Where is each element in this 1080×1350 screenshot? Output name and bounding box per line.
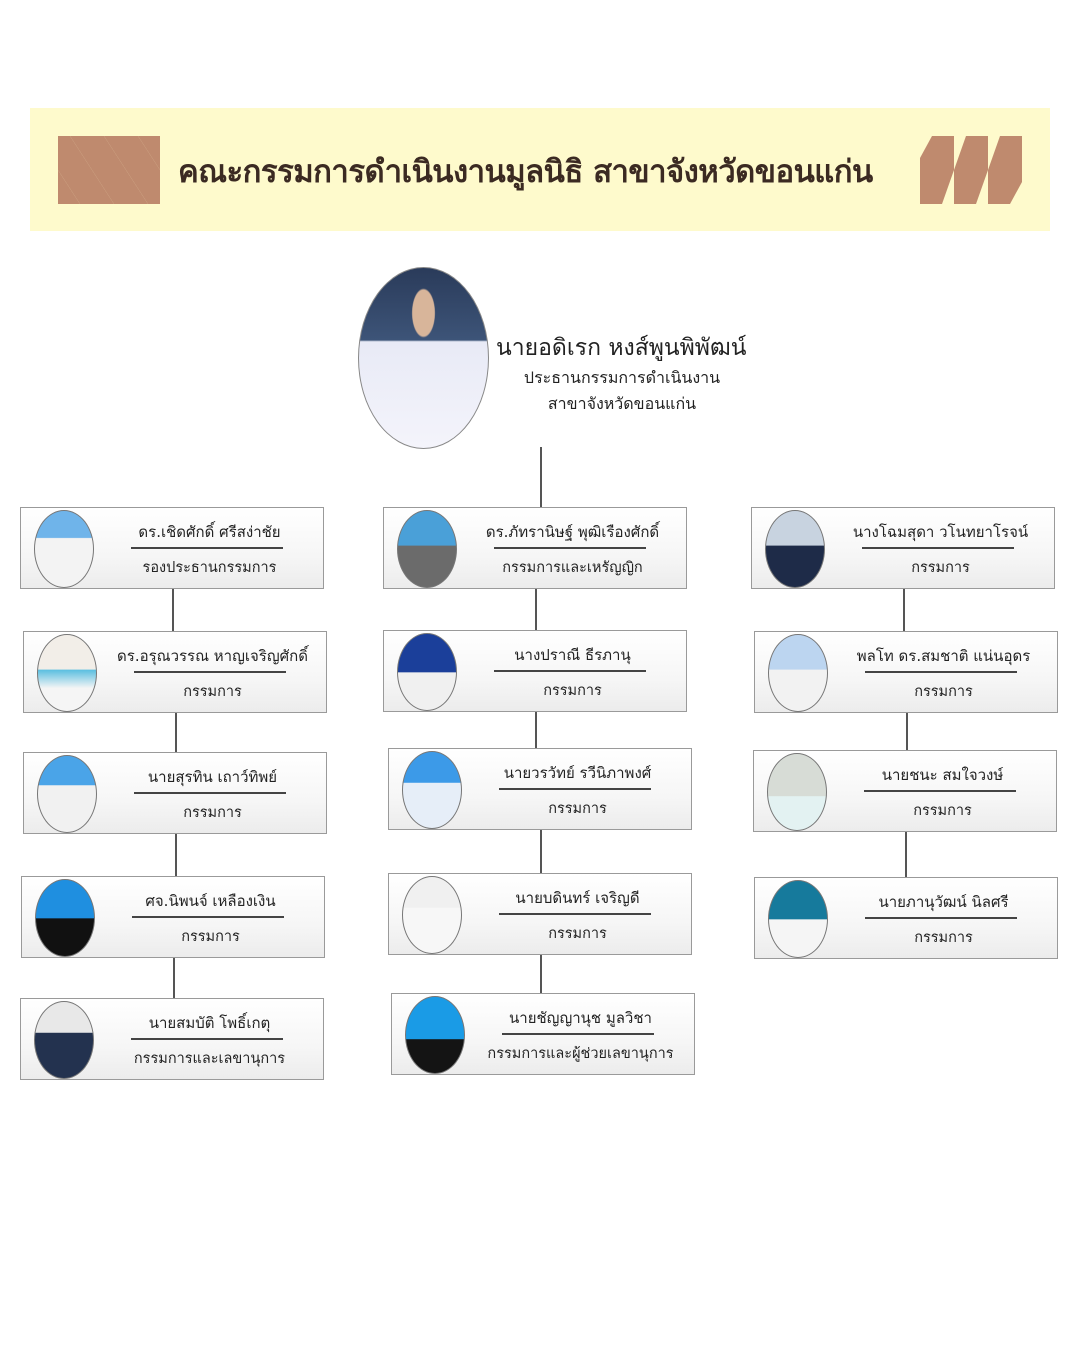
- member-photo: [768, 880, 828, 958]
- member-photo: [402, 751, 462, 829]
- member-name: พลโท ดร.สมชาติ แน่นอุดร: [856, 647, 1031, 665]
- member-card: ดร.เชิดศักดิ์ ศรีสง่าชัย รองประธานกรรมกา…: [20, 507, 324, 589]
- member-photo: [405, 996, 465, 1074]
- connector-line: [173, 958, 175, 998]
- connector-line: [535, 712, 537, 748]
- divider: [131, 1038, 283, 1040]
- member-photo: [768, 634, 828, 712]
- member-role: กรรมการ: [181, 929, 240, 945]
- member-card: นายภานุวัฒน์ นิลศรี กรรมการ: [754, 877, 1058, 959]
- divider: [494, 670, 646, 672]
- connector-line: [172, 589, 174, 631]
- member-role: กรรมการ: [183, 684, 242, 700]
- member-photo: [37, 634, 97, 712]
- member-photo: [402, 876, 462, 954]
- connector-line: [905, 832, 907, 877]
- member-name: นายสมบัติ โพธิ์เกตุ: [148, 1014, 271, 1032]
- member-photo: [767, 753, 827, 831]
- member-card: นายสมบัติ โพธิ์เกตุ กรรมการและเลขานุการ: [20, 998, 324, 1080]
- member-role: กรรมการและเลขานุการ: [133, 1051, 286, 1067]
- member-card: นางโฉมสุดา วโนทยาโรจน์ กรรมการ: [751, 507, 1055, 589]
- member-photo: [397, 633, 457, 711]
- member-card: นางปราณี ธีรภานุ กรรมการ: [383, 630, 687, 712]
- divider: [865, 917, 1017, 919]
- member-role: รองประธานกรรมการ: [142, 560, 277, 576]
- chairman-branch: สาขาจังหวัดขอนแก่น: [547, 394, 697, 413]
- member-name: ดร.อรุณวรรณ หาญเจริญศักดิ์: [117, 647, 308, 665]
- member-card: พลโท ดร.สมชาติ แน่นอุดร กรรมการ: [754, 631, 1058, 713]
- member-name: ดร.ภัทรานิษฐ์ พุฒิเรืองศักดิ์: [485, 523, 660, 541]
- member-role: กรรมการ: [548, 801, 607, 817]
- member-role: กรรมการ: [914, 684, 973, 700]
- decorative-pattern-left: [58, 136, 160, 204]
- connector-line: [906, 713, 908, 750]
- member-role: กรรมการและผู้ช่วยเลขานุการ: [487, 1046, 674, 1062]
- member-photo: [34, 510, 94, 588]
- member-role: กรรมการ: [914, 930, 973, 946]
- member-role: กรรมการ: [183, 805, 242, 821]
- divider: [864, 790, 1016, 792]
- member-card: นายวรวัทย์ รวีนิภาพงศ์ กรรมการ: [388, 748, 692, 830]
- member-photo: [34, 1001, 94, 1079]
- member-card: ศจ.นิพนจ์ เหลืองเงิน กรรมการ: [21, 876, 325, 958]
- member-name: นายวรวัทย์ รวีนิภาพงศ์: [503, 764, 652, 782]
- connector-line: [535, 589, 537, 630]
- member-card: ดร.ภัทรานิษฐ์ พุฒิเรืองศักดิ์ กรรมการและ…: [383, 507, 687, 589]
- member-card: นายบดินทร์ เจริญดี กรรมการ: [388, 873, 692, 955]
- member-name: นายชนะ สมใจวงษ์: [881, 766, 1004, 784]
- page-title: คณะกรรมการดำเนินงานมูลนิธิ สาขาจังหวัดขอ…: [178, 154, 873, 190]
- member-name: นายภานุวัฒน์ นิลศรี: [878, 893, 1009, 911]
- member-card: นายชนะ สมใจวงษ์ กรรมการ: [753, 750, 1057, 832]
- divider: [134, 671, 286, 673]
- member-role: กรรมการ: [913, 803, 972, 819]
- divider: [134, 792, 286, 794]
- member-role: กรรมการ: [548, 926, 607, 942]
- member-photo: [397, 510, 457, 588]
- divider: [131, 547, 283, 549]
- divider: [494, 547, 646, 549]
- member-card: ดร.อรุณวรรณ หาญเจริญศักดิ์ กรรมการ: [23, 631, 327, 713]
- divider: [499, 913, 651, 915]
- member-name: นายชัญญานุช มูลวิชา: [509, 1009, 652, 1027]
- connector-line: [540, 955, 542, 993]
- member-photo: [765, 510, 825, 588]
- decorative-pattern-right: [920, 136, 1022, 204]
- member-role: กรรมการและเหรัญญิก: [502, 560, 643, 576]
- member-name: ศจ.นิพนจ์ เหลืองเงิน: [145, 892, 276, 910]
- member-role: กรรมการ: [911, 560, 970, 576]
- connector-line: [175, 713, 177, 752]
- member-role: กรรมการ: [543, 683, 602, 699]
- divider: [862, 547, 1014, 549]
- member-name: นายสุรทิน เถาว์ทิพย์: [147, 768, 278, 786]
- title-banner: คณะกรรมการดำเนินงานมูลนิธิ สาขาจังหวัดขอ…: [30, 108, 1050, 231]
- member-card: นายชัญญานุช มูลวิชา กรรมการและผู้ช่วยเลข…: [391, 993, 695, 1075]
- connector-line: [903, 589, 905, 631]
- divider: [499, 788, 651, 790]
- connector-line: [540, 447, 542, 507]
- member-name: ดร.เชิดศักดิ์ ศรีสง่าชัย: [138, 523, 281, 541]
- connector-line: [175, 834, 177, 876]
- chairman-name: นายอดิเรก หงส์พูนพิพัฒน์: [496, 335, 747, 361]
- member-photo: [35, 879, 95, 957]
- divider: [865, 671, 1017, 673]
- divider: [132, 916, 284, 918]
- chairman-role: ประธานกรรมการดำเนินงาน: [523, 368, 721, 387]
- member-photo: [37, 755, 97, 833]
- chairman-photo: [358, 267, 489, 449]
- member-name: นางโฉมสุดา วโนทยาโรจน์: [852, 523, 1029, 541]
- divider: [502, 1033, 654, 1035]
- member-name: นายบดินทร์ เจริญดี: [515, 889, 640, 907]
- member-card: นายสุรทิน เถาว์ทิพย์ กรรมการ: [23, 752, 327, 834]
- connector-line: [540, 830, 542, 873]
- member-name: นางปราณี ธีรภานุ: [514, 646, 631, 664]
